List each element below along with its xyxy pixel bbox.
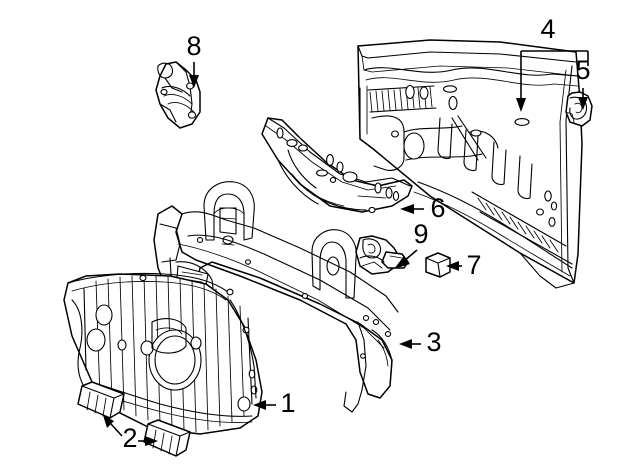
part-pad-block-upper[interactable] [77,381,125,419]
part-side-bracket[interactable] [155,61,201,129]
leader-callout-1 [253,400,276,410]
callout-number-2: 2 [122,423,137,453]
callout-number-8: 8 [186,31,201,61]
callout-number-5: 5 [575,55,590,85]
callout-number-9: 9 [413,219,428,249]
part-cube-stopper[interactable] [425,252,451,278]
callout-number-3: 3 [426,327,441,357]
callout-number-7: 7 [466,250,481,280]
leader-callout-7 [446,261,462,271]
callout-number-6: 6 [430,193,445,223]
leader-callout-9 [394,249,418,269]
part-rear-body-panel[interactable] [357,39,583,289]
callout-number-1: 1 [280,388,295,418]
leader-callout-6 [400,204,424,214]
part-pad-block-lower[interactable] [143,419,191,457]
leader-callout-8 [189,62,199,88]
part-striker-latch[interactable] [355,235,409,275]
leader-callout-5 [578,88,588,110]
callout-number-4: 4 [540,14,555,44]
leader-callout-2 [103,415,158,446]
leader-callout-3 [399,339,421,349]
part-upper-reinforcement-beam[interactable] [261,117,413,214]
leader-callout-4 [516,50,589,112]
